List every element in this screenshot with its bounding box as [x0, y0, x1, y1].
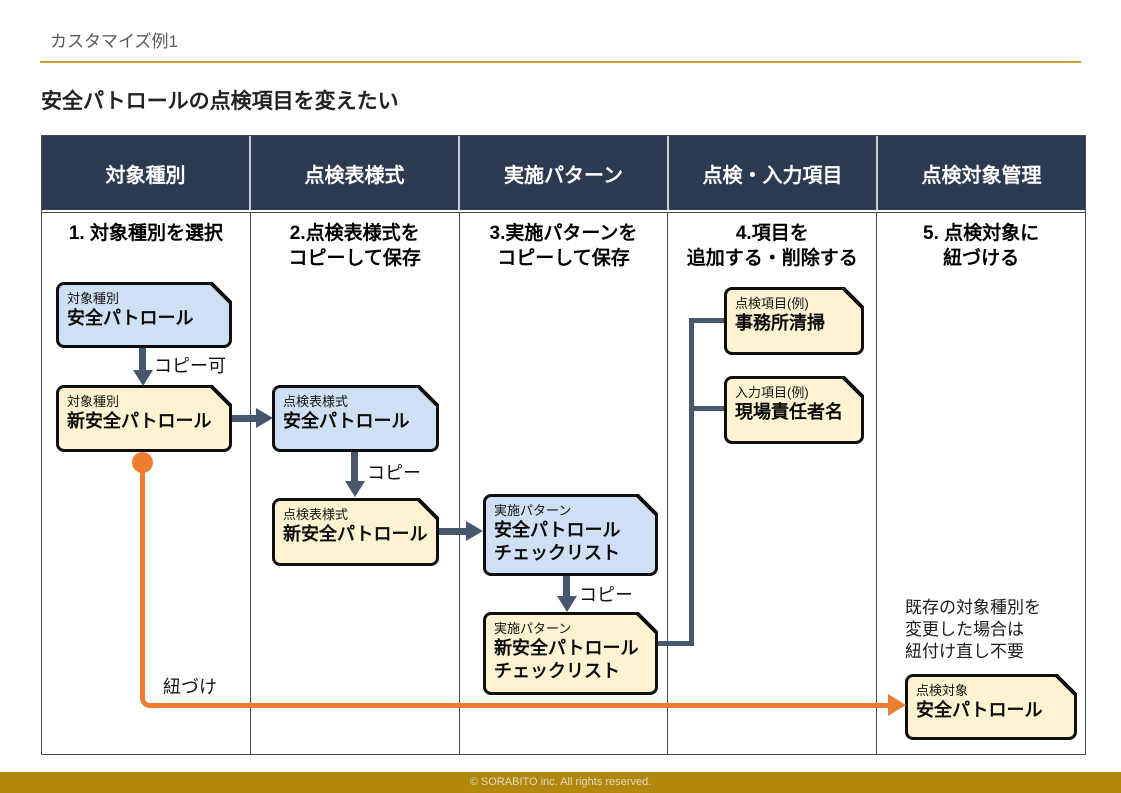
down-arrow-1-head: [133, 370, 153, 386]
column-header-sheet-format: 点検表様式: [251, 136, 460, 210]
right-arrow-1-shaft: [232, 415, 258, 422]
box-target-type-new: 対象種別 新安全パトロール: [56, 385, 232, 452]
bracket-connector-vertical: [689, 318, 694, 646]
table-header-row: 対象種別 点検表様式 実施パターン 点検・入力項目 点検対象管理: [42, 136, 1085, 210]
column-cell-pattern: 3.実施パターンを コピーして保存: [460, 213, 669, 754]
column-cell-target-type: 1. 対象種別を選択: [42, 213, 251, 754]
right-arrow-1-head: [256, 408, 273, 428]
copy-label-2: コピー: [579, 585, 633, 605]
slide-eyebrow: カスタマイズ例1: [50, 32, 178, 51]
bracket-connector-stub-bottom: [657, 641, 694, 646]
column-header-target-type: 対象種別: [42, 136, 251, 210]
gold-divider: [40, 61, 1081, 63]
right-arrow-2-head: [466, 521, 483, 541]
box-sheet-source: 点検表様式 安全パトロール: [272, 385, 439, 452]
column-cell-items: 4.項目を 追加する・削除する: [668, 213, 878, 754]
process-table: 対象種別 点検表様式 実施パターン 点検・入力項目 点検対象管理 1. 対象種別…: [41, 135, 1086, 755]
box-pattern-source: 実施パターン 安全パトロール チェックリスト: [483, 494, 658, 576]
column-header-target-manage: 点検対象管理: [878, 136, 1085, 210]
column-cell-sheet-format: 2.点検表様式を コピーして保存: [251, 213, 460, 754]
box-inspection-target: 点検対象 安全パトロール: [905, 674, 1077, 740]
column-cell-target-manage: 5. 点検対象に 紐づける: [877, 213, 1085, 754]
down-arrow-2-head: [345, 481, 365, 497]
step-4-label: 4.項目を: [735, 223, 809, 244]
right-arrow-2-shaft: [438, 528, 467, 535]
copy-ok-label: コピー可: [154, 356, 226, 376]
bracket-connector-stub-top: [689, 318, 724, 323]
link-label: 紐づけ: [163, 677, 217, 697]
step-1-label: 1. 対象種別を選択: [68, 223, 223, 244]
side-note: 既存の対象種別を 変更した場合は 紐付け直し不要: [905, 598, 1041, 661]
copy-label-1: コピー: [367, 463, 421, 483]
down-arrow-3-head: [557, 596, 577, 612]
page-title: 安全パトロールの点検項目を変えたい: [41, 90, 399, 113]
link-line: [140, 462, 890, 708]
box-sheet-new: 点検表様式 新安全パトロール: [272, 498, 439, 566]
down-arrow-3-shaft: [563, 575, 570, 598]
box-input-item-example: 入力項目(例) 現場責任者名: [724, 376, 864, 444]
footer-copyright: © SORABITO inc. All rights reserved.: [0, 772, 1121, 793]
down-arrow-1-shaft: [139, 348, 146, 372]
link-start-dot: [132, 452, 153, 473]
step-3-label: 3.実施パターンを: [489, 223, 638, 244]
step-5-label: 5. 点検対象に: [923, 223, 1040, 244]
link-arrowhead: [888, 694, 906, 716]
box-pattern-new: 実施パターン 新安全パトロール チェックリスト: [483, 612, 658, 695]
box-target-type-source: 対象種別 安全パトロール: [56, 282, 232, 348]
box-check-item-example: 点検項目(例) 事務所清掃: [724, 287, 864, 355]
column-header-items: 点検・入力項目: [669, 136, 878, 210]
table-body-row: 1. 対象種別を選択 2.点検表様式を コピーして保存 3.実施パターンを コピ…: [42, 212, 1085, 754]
column-header-pattern: 実施パターン: [460, 136, 669, 210]
bracket-connector-stub-mid: [689, 406, 724, 411]
step-2-label: 2.点検表様式を: [289, 223, 420, 244]
down-arrow-2-shaft: [351, 452, 358, 483]
